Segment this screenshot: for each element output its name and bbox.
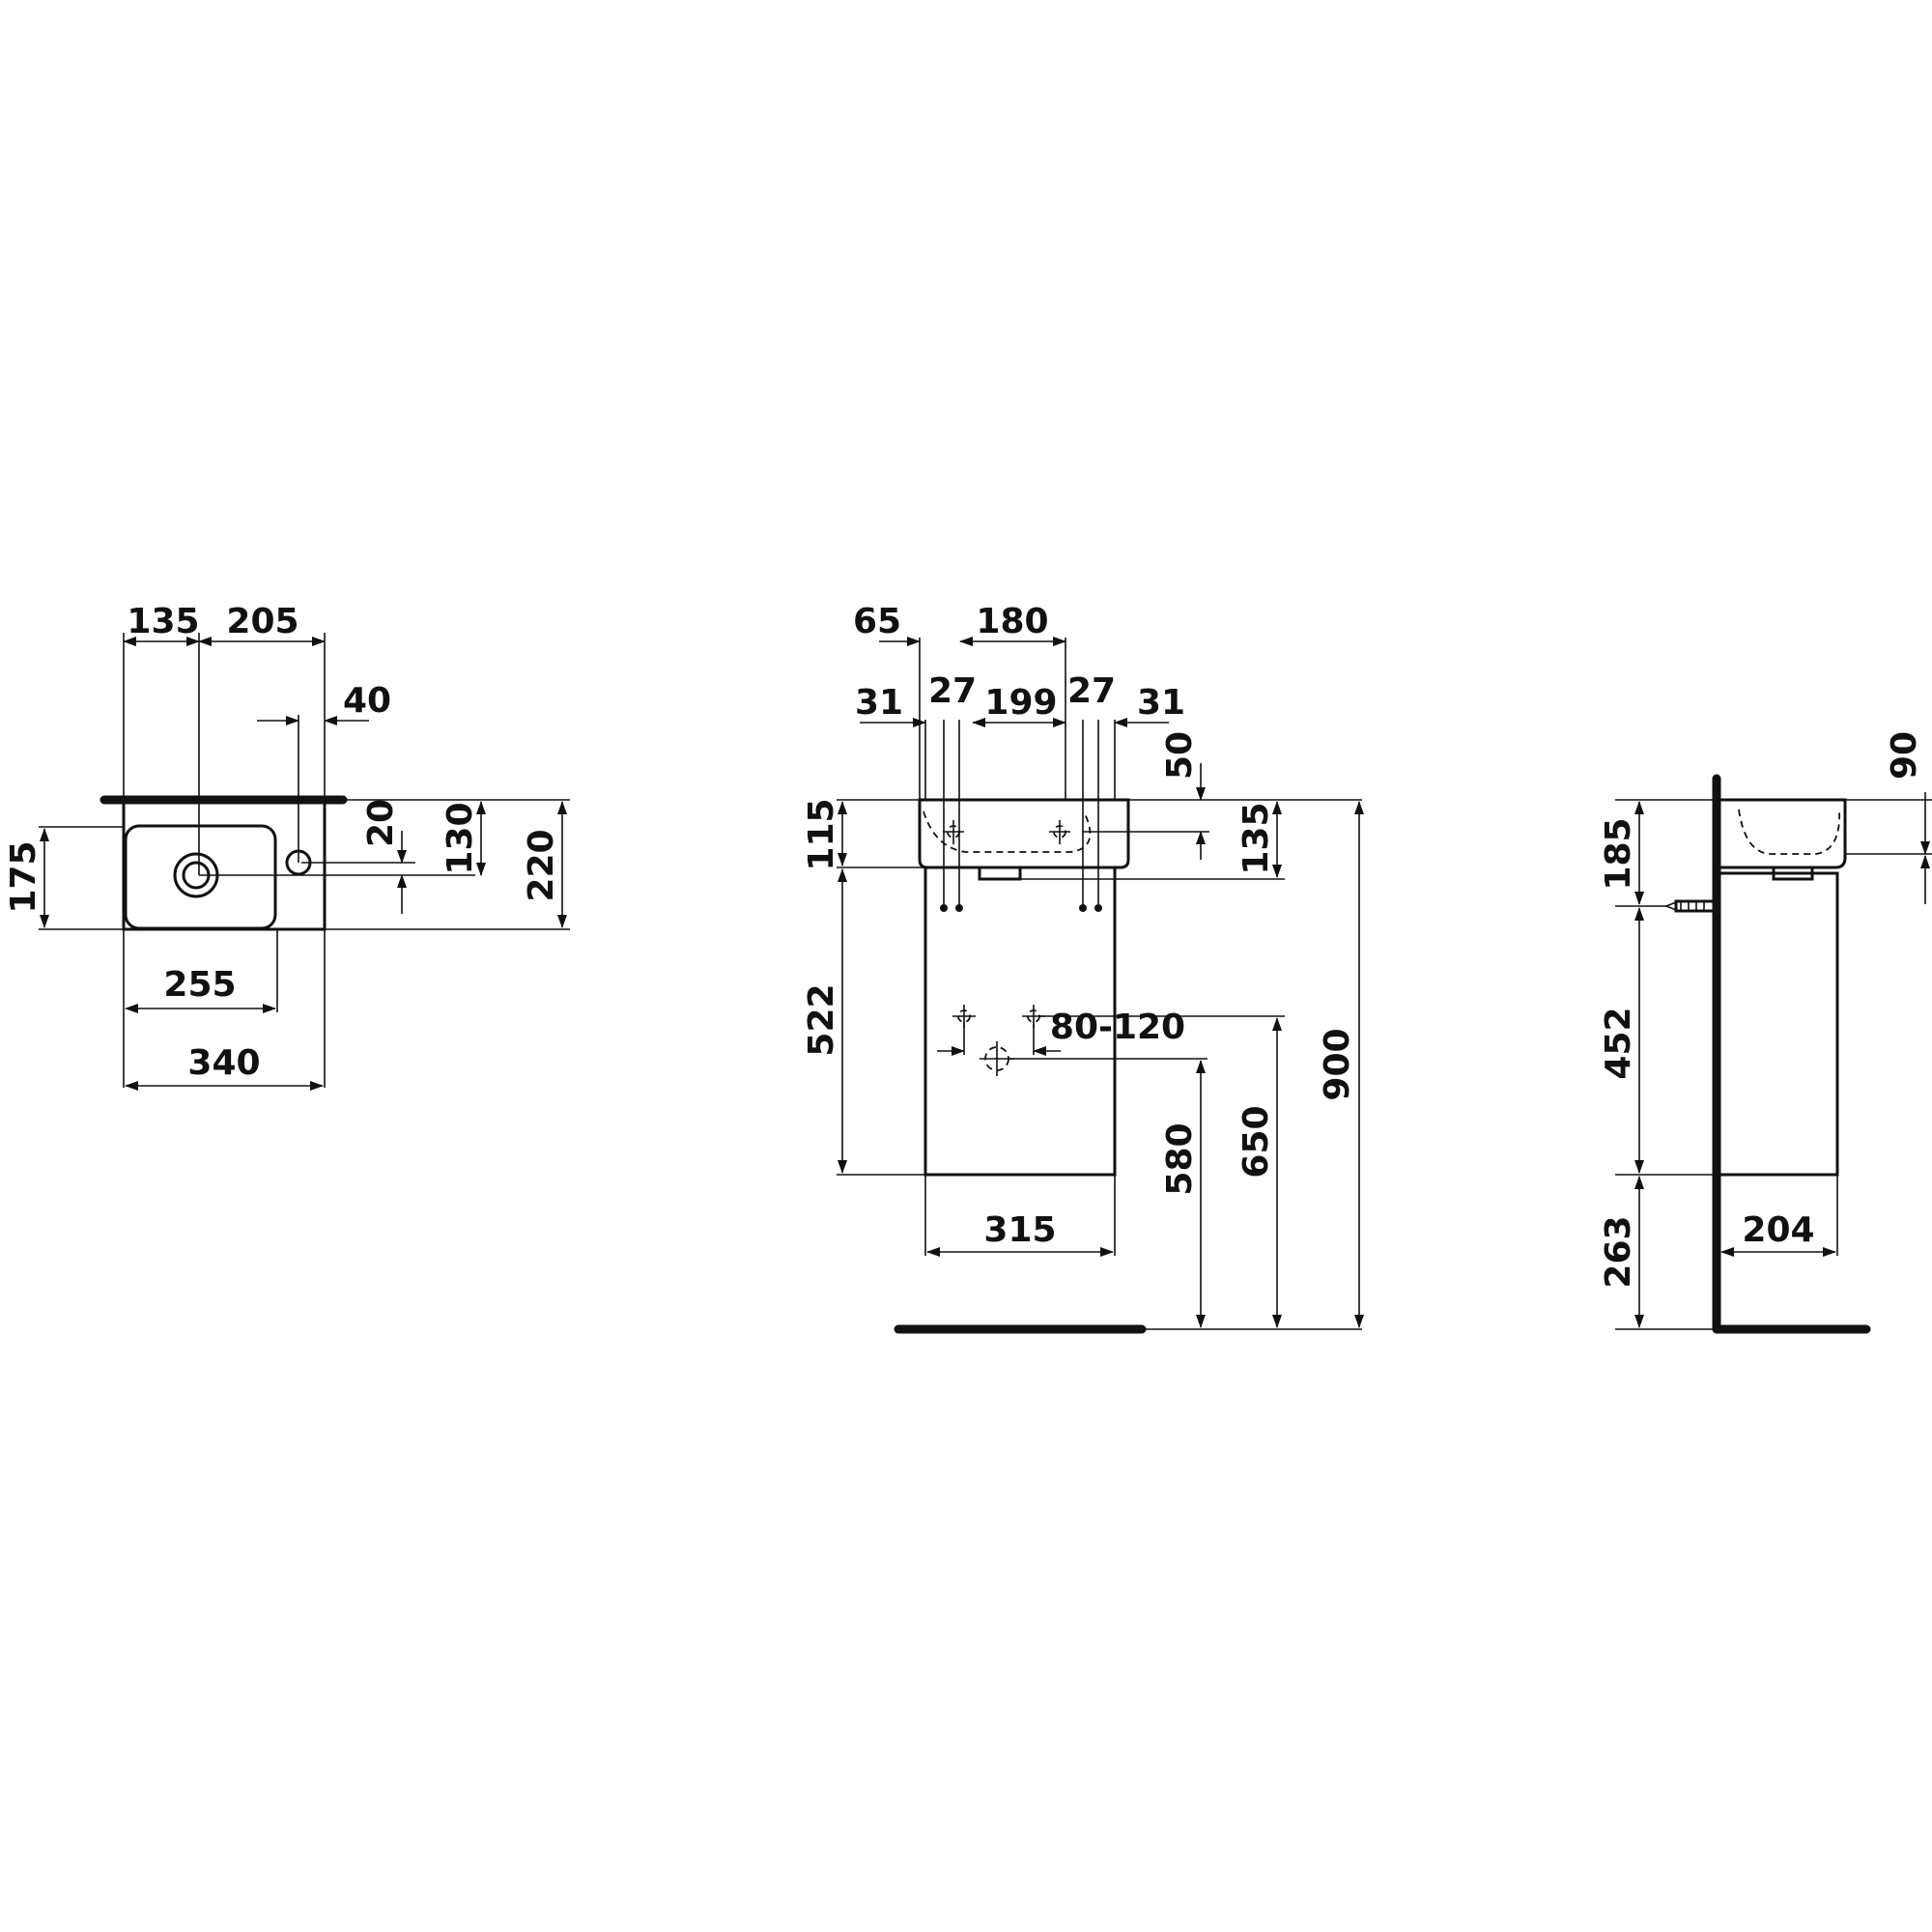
dim-label-135-width: 135 bbox=[127, 602, 199, 641]
dim-label-255-bowl-width: 255 bbox=[163, 965, 236, 1005]
dim-label-50-tap-height: 50 bbox=[1160, 731, 1200, 780]
dim-label-220-depth: 220 bbox=[522, 829, 561, 901]
dim-label-522-cabinet-height: 522 bbox=[802, 983, 841, 1056]
dim-label-27-left-fixing: 27 bbox=[928, 671, 977, 711]
dim-label-90-basin-depth: 90 bbox=[1885, 731, 1924, 780]
dim-label-80-120-waste-position: 80-120 bbox=[1050, 1008, 1185, 1047]
dim-label-452-cabinet-height: 452 bbox=[1599, 1007, 1638, 1079]
side-view-wall-floor bbox=[1712, 774, 1871, 1334]
dim-label-27-right-fixing: 27 bbox=[1067, 671, 1116, 711]
dim-label-115-basin-height: 115 bbox=[802, 798, 841, 870]
dim-label-650-supply-height: 650 bbox=[1236, 1105, 1276, 1178]
front-view-cabinet bbox=[923, 866, 1117, 1177]
dim-label-580-waste-height: 580 bbox=[1160, 1122, 1200, 1195]
side-view-cabinet bbox=[1718, 871, 1839, 1177]
side-view: 90 185 452 263 204 bbox=[1599, 731, 1932, 1334]
dim-label-20-offset: 20 bbox=[361, 799, 401, 847]
dim-label-315-cabinet-width: 315 bbox=[983, 1210, 1056, 1250]
dim-label-900-overall-height: 900 bbox=[1318, 1028, 1357, 1100]
dim-label-340-overall-width: 340 bbox=[187, 1043, 260, 1083]
dim-label-205-width: 205 bbox=[226, 602, 298, 641]
side-view-wall-anchor bbox=[1663, 899, 1717, 913]
top-view-extension-lines bbox=[39, 633, 570, 1088]
dim-label-40-tap-hole: 40 bbox=[343, 681, 391, 721]
dim-label-135-waste-height: 135 bbox=[1236, 802, 1276, 874]
dim-label-180-tap-spacing: 180 bbox=[976, 602, 1048, 641]
front-view-extension-lines bbox=[837, 638, 1362, 1330]
side-view-extension-lines bbox=[1615, 799, 1932, 1330]
dim-label-204-cabinet-depth: 204 bbox=[1742, 1210, 1814, 1250]
front-view-dimension-lines bbox=[838, 637, 1364, 1328]
front-view: 65 180 31 27 199 27 31 50 115 135 522 80… bbox=[802, 602, 1364, 1334]
dim-label-199-fixing-spacing: 199 bbox=[984, 683, 1057, 723]
top-view-dimension-lines bbox=[40, 637, 567, 1091]
side-view-dimension-lines bbox=[1634, 792, 1930, 1328]
dim-label-185-anchor-position: 185 bbox=[1599, 817, 1638, 890]
top-view: 135 205 40 20 130 220 175 255 340 bbox=[4, 602, 570, 1091]
dim-label-263-floor-clearance: 263 bbox=[1599, 1215, 1638, 1288]
dim-label-31-left-edge: 31 bbox=[855, 683, 903, 723]
side-view-basin bbox=[1719, 798, 1847, 881]
dim-label-130-depth: 130 bbox=[440, 802, 480, 874]
dim-label-175-bowl-depth: 175 bbox=[4, 840, 43, 913]
dim-label-65-edge-to-tap: 65 bbox=[853, 602, 901, 641]
dim-label-31-right-edge: 31 bbox=[1137, 683, 1185, 723]
top-view-basin bbox=[99, 795, 348, 931]
